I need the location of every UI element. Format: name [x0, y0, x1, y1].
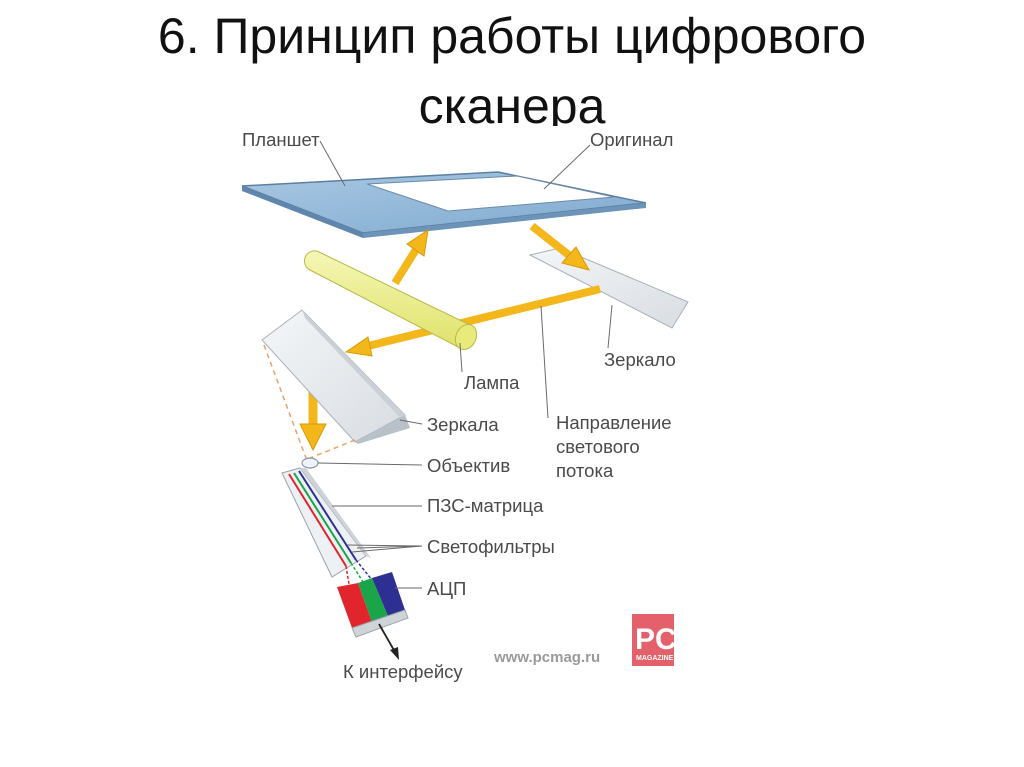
light-path-arrows: [299, 222, 601, 452]
prism-mirrors: [261, 309, 410, 444]
ccd-matrix-housing: [281, 467, 373, 591]
label-light-direction-3: потока: [556, 460, 614, 481]
label-adc: АЦП: [427, 578, 466, 599]
pcmag-logo: PC MAGAZINE: [632, 614, 677, 666]
original-document: [366, 175, 615, 212]
label-light-direction-1: Направление: [556, 412, 672, 433]
label-mirror: Зеркало: [604, 349, 676, 370]
label-filters: Светофильтры: [427, 536, 555, 557]
lens: [301, 457, 319, 469]
lamp: [303, 250, 478, 351]
top-mirror: [528, 247, 689, 329]
pcmag-logo-subtext: MAGAZINE: [636, 655, 674, 662]
filter-red-line: [288, 473, 347, 567]
label-lens: Объектив: [427, 455, 510, 476]
label-ccd: ПЗС-матрица: [427, 495, 544, 516]
watermark-url: www.pcmag.ru: [493, 649, 600, 666]
flatbed-glass: [241, 171, 647, 238]
pcmag-logo-text: PC: [635, 623, 677, 656]
label-light-direction-2: светового: [556, 436, 640, 457]
focus-dashed-lines: [263, 344, 356, 459]
filter-blue-line: [298, 470, 357, 561]
slide-title-line-1: 6. Принцип работы цифрового: [157, 8, 867, 64]
label-original: Оригинал: [590, 129, 673, 150]
label-lamp: Лампа: [464, 372, 520, 393]
adc-block: [337, 572, 409, 660]
slide-title-line-2: сканера: [418, 78, 606, 126]
label-mirrors: Зеркала: [427, 414, 499, 435]
label-interface: К интерфейсу: [343, 661, 463, 682]
label-leader-lines: [317, 140, 613, 589]
label-flatbed: Планшет: [242, 129, 320, 150]
filter-green-line: [293, 472, 352, 564]
